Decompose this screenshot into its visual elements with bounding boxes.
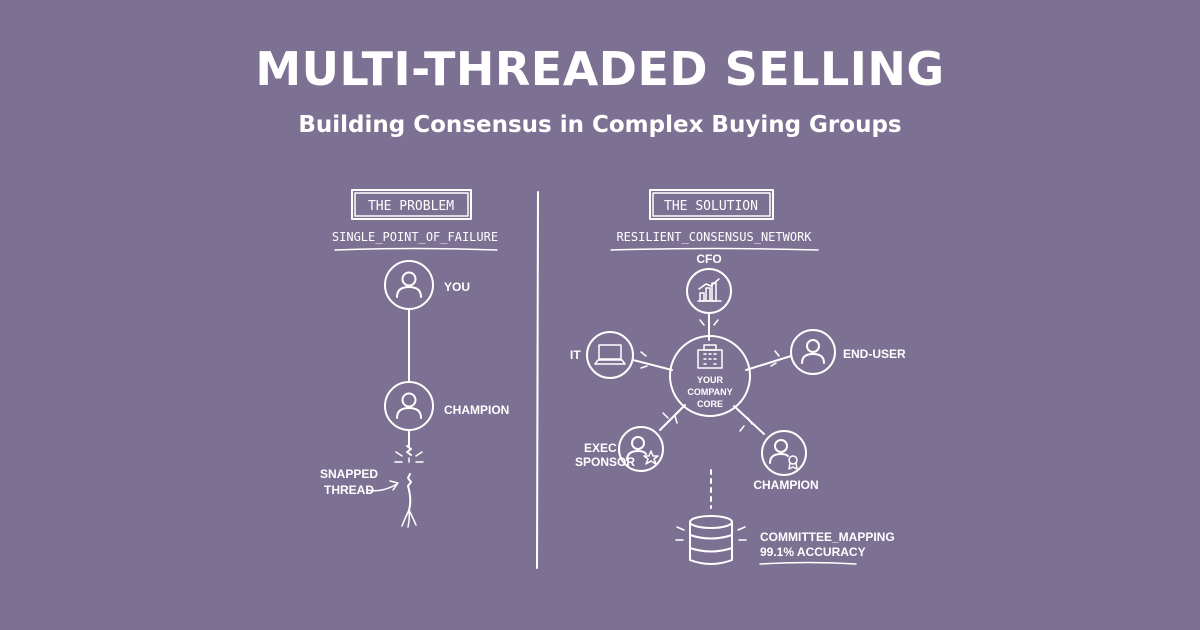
page-subtitle: Building Consensus in Complex Buying Gro… xyxy=(298,112,902,138)
solution-box xyxy=(649,189,774,220)
exec-label-line1: EXEC xyxy=(584,441,617,455)
snapped-label-line1: SNAPPED xyxy=(320,467,378,481)
solution-panel: THE SOLUTION RESILIENT_CONSENSUS_NETWORK xyxy=(570,189,906,565)
end-user-node: END-USER xyxy=(790,329,906,375)
champion-node-solution: CHAMPION xyxy=(753,430,819,492)
bar-chart-icon xyxy=(697,278,722,302)
problem-box-label: THE PROBLEM xyxy=(368,199,454,214)
spoke-sparks xyxy=(640,319,780,432)
center-divider xyxy=(536,191,539,569)
problem-box xyxy=(351,189,472,220)
champion-label-solution: CHAMPION xyxy=(753,478,818,492)
problem-panel: THE PROBLEM SINGLE_POINT_OF_FAILURE YOU … xyxy=(320,189,509,528)
page-title: MULTI-THREADED SELLING xyxy=(255,42,945,96)
it-node: IT xyxy=(570,331,634,379)
core-label-line1: YOUR xyxy=(697,375,724,385)
exec-sponsor-node: EXEC SPONSOR xyxy=(575,426,664,472)
solution-caption: RESILIENT_CONSENSUS_NETWORK xyxy=(616,230,812,244)
building-icon xyxy=(697,344,723,369)
exec-label-line2: SPONSOR xyxy=(575,455,635,469)
user-badge-icon xyxy=(769,439,798,470)
end-user-label: END-USER xyxy=(843,347,906,361)
curved-arrow-icon xyxy=(366,483,398,492)
solution-box-label: THE SOLUTION xyxy=(664,199,758,214)
snapped-label-line2: THREAD xyxy=(324,483,374,497)
cfo-node: CFO xyxy=(686,252,732,314)
mapping-label-line2: 99.1% ACCURACY xyxy=(760,545,866,559)
core-label-line3: CORE xyxy=(697,399,723,409)
core-label-line2: COMPANY xyxy=(687,387,732,397)
champion-label-problem: CHAMPION xyxy=(444,403,509,417)
you-node: YOU xyxy=(384,260,470,310)
user-icon xyxy=(396,271,422,298)
mapping-label-line1: COMMITTEE_MAPPING xyxy=(760,530,895,544)
database-icon xyxy=(675,515,747,565)
snapped-thread xyxy=(394,429,424,528)
it-label: IT xyxy=(570,348,581,362)
user-icon xyxy=(801,339,825,364)
company-core-node: YOUR COMPANY CORE xyxy=(669,335,751,417)
user-icon xyxy=(396,392,422,419)
you-label: YOU xyxy=(444,280,470,294)
cfo-label: CFO xyxy=(696,252,721,266)
user-star-icon xyxy=(626,436,659,465)
problem-caption: SINGLE_POINT_OF_FAILURE xyxy=(332,230,498,244)
champion-node-problem: CHAMPION xyxy=(384,381,509,431)
laptop-icon xyxy=(594,344,626,365)
